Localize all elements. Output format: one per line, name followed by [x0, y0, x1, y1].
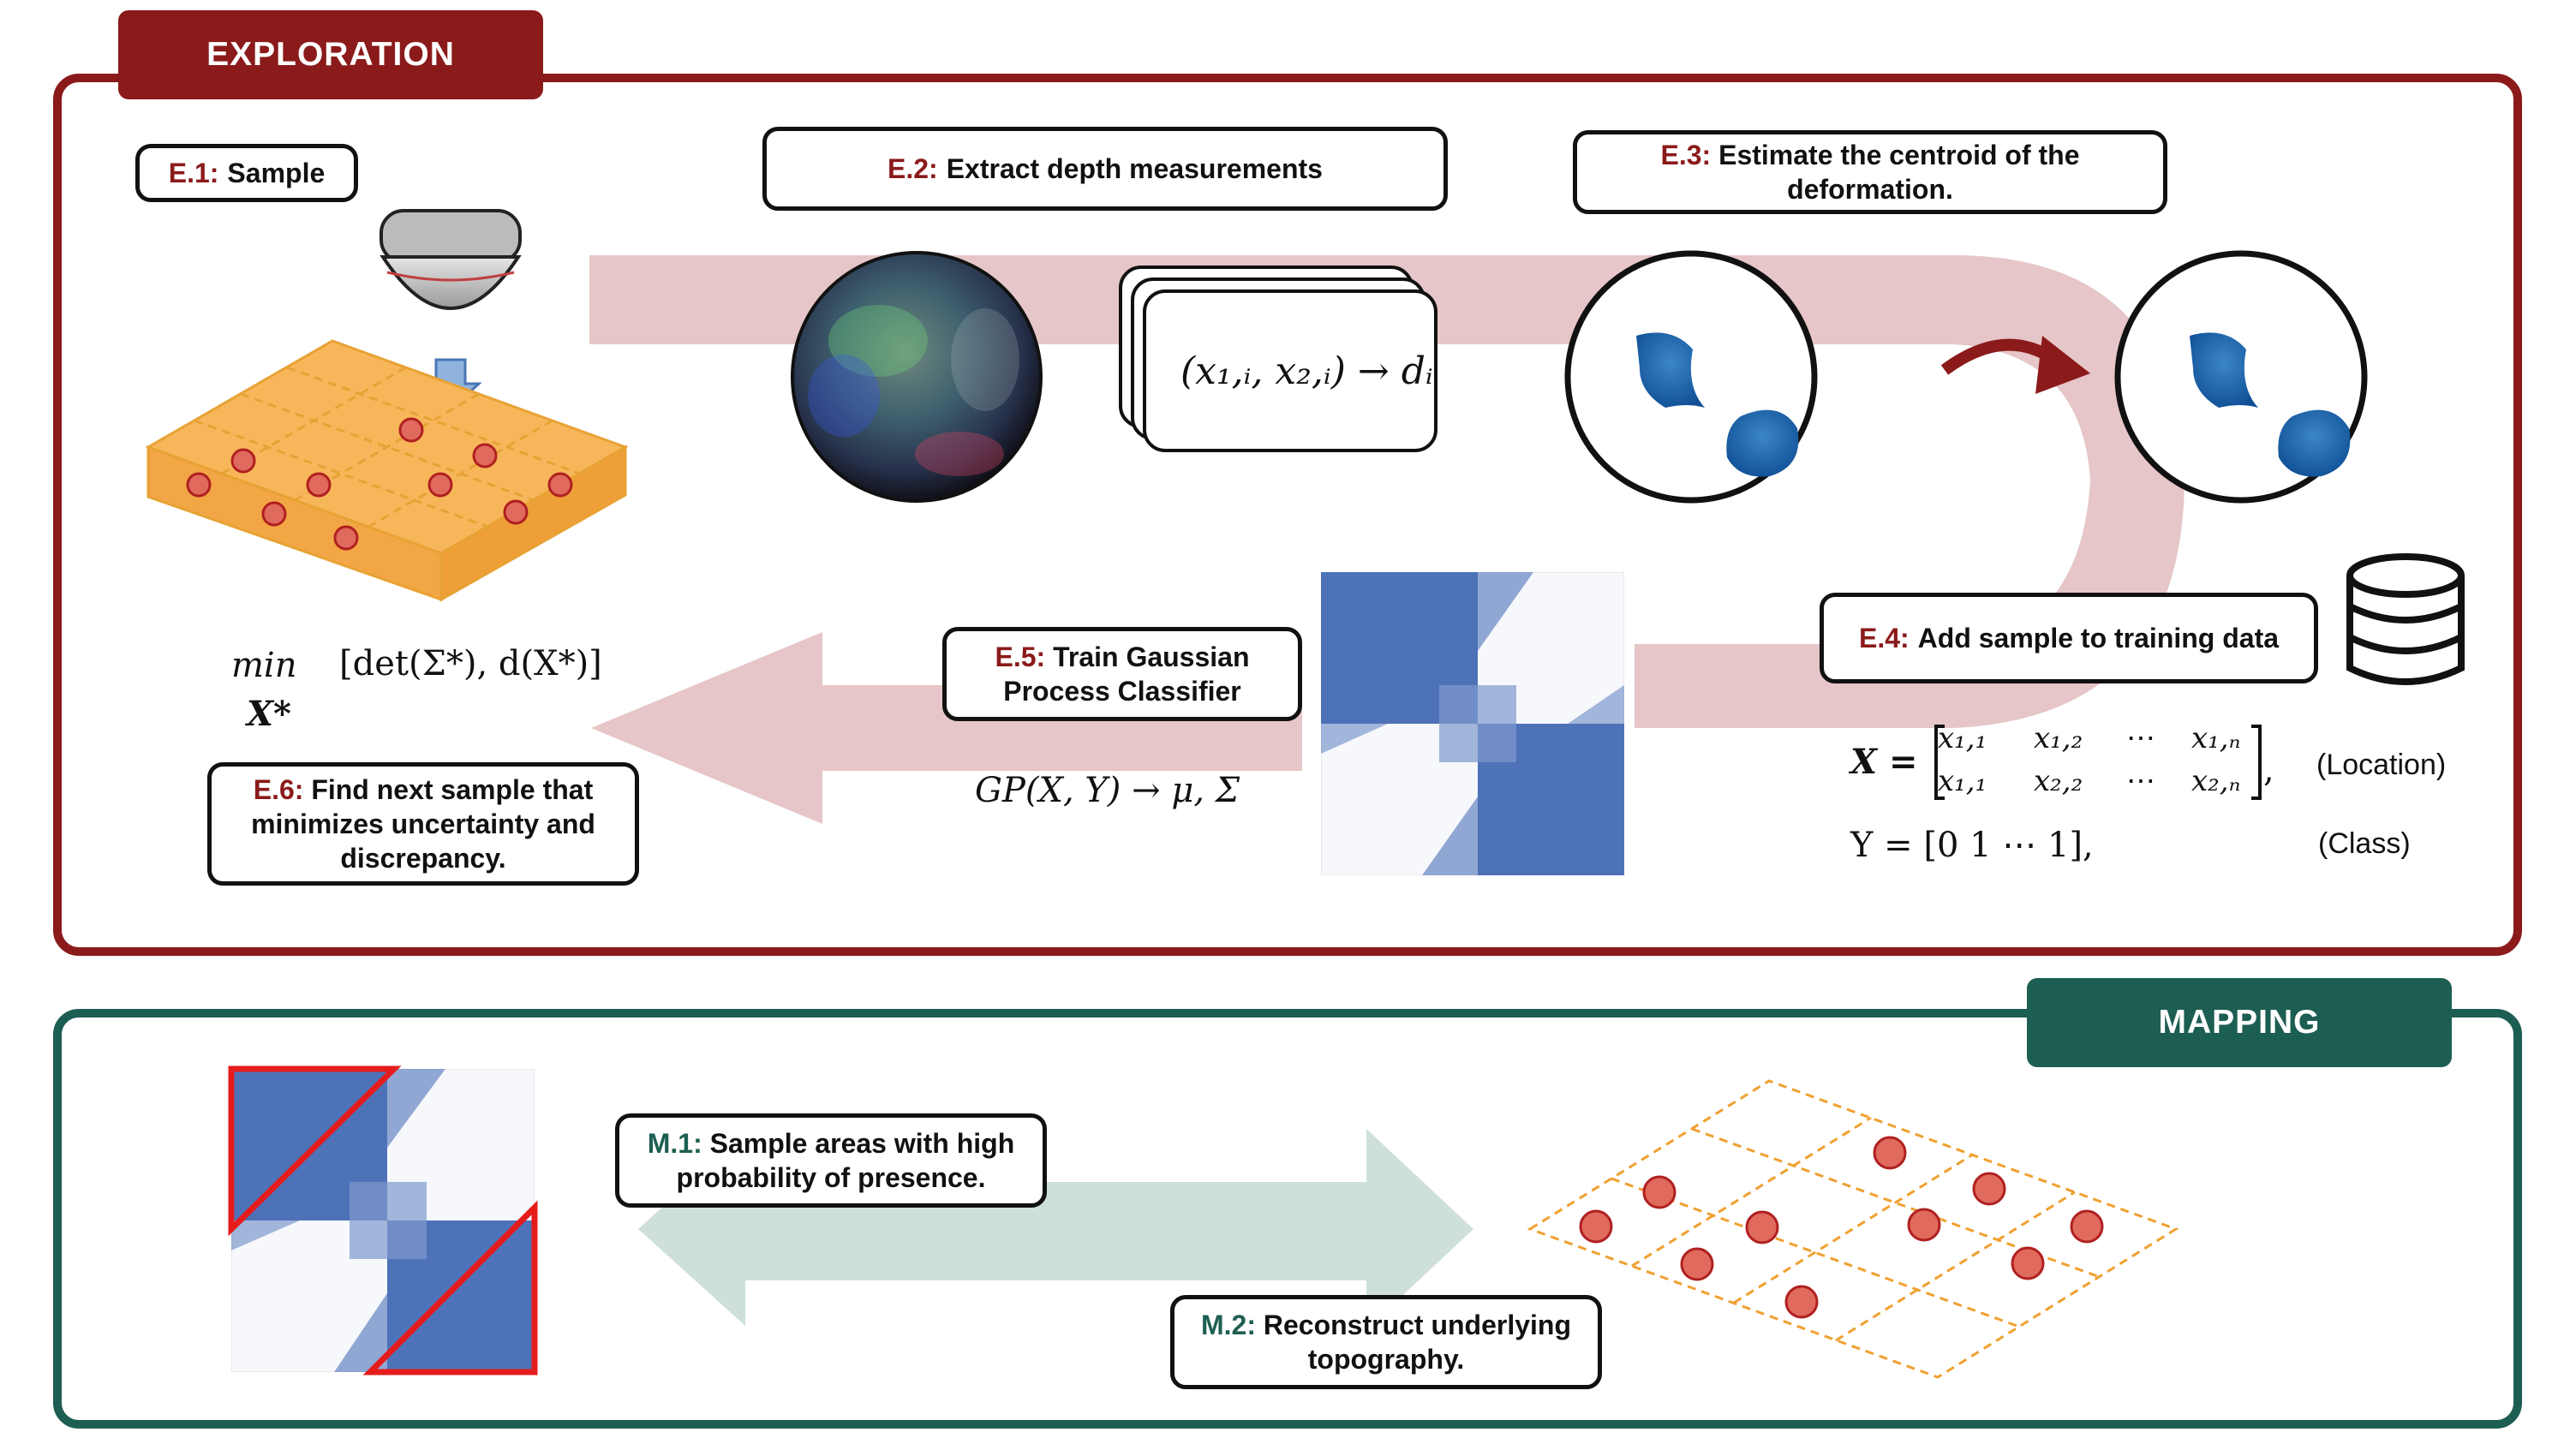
gp-heatmap	[1321, 572, 1624, 875]
depth-cards-stack	[1119, 266, 1437, 452]
deformation-before	[1564, 250, 1818, 504]
exploration-title: EXPLORATION	[118, 10, 543, 99]
step-e5-id: E.5:	[995, 641, 1046, 672]
objective-expression: [det(Σ*), d(X*)]	[339, 644, 602, 683]
objective-subscript: X*	[247, 694, 291, 734]
y-matrix-note: (Class)	[2318, 827, 2411, 860]
sample-plate	[145, 339, 629, 602]
depth-sphere-image	[791, 251, 1043, 503]
topography-grid	[1527, 1079, 2179, 1379]
step-e2: E.2: Extract depth measurements	[762, 127, 1448, 211]
step-e6: E.6: Find next sample that minimizes unc…	[207, 762, 639, 886]
gp-formula: GP(X, Y) → μ, Σ	[975, 771, 1240, 810]
step-m1-text: Sample areas with high probability of pr…	[676, 1128, 1015, 1193]
step-e4-text: Add sample to training data	[1917, 623, 2280, 653]
y-matrix: Y = [0 1 ⋯ 1],	[1850, 826, 2094, 865]
step-e3-id: E.3:	[1660, 140, 1712, 170]
topography-samples	[1579, 1136, 2104, 1319]
high-probability-regions	[228, 1065, 538, 1375]
x-matrix-suffix: ,	[2263, 750, 2274, 790]
x-row1-c3: ⋯	[2126, 721, 2155, 755]
mapping-title: MAPPING	[2027, 978, 2452, 1067]
x-matrix-note: (Location)	[2316, 749, 2447, 781]
step-e4: E.4: Add sample to training data	[1820, 593, 2318, 683]
step-e3: E.3: Estimate the centroid of the deform…	[1573, 130, 2167, 214]
step-e2-id: E.2:	[888, 153, 938, 184]
x-row2-c4: x₂,ₙ	[2191, 764, 2241, 798]
x-row2-c1: x₁,₁	[1938, 764, 1987, 798]
x-row2-c2: x₂,₂	[2034, 764, 2083, 798]
deformation-centroids	[2114, 250, 2368, 504]
depth-formula: (x₁,ᵢ, x₂,ᵢ) → dᵢ	[1180, 349, 1433, 393]
step-m2: M.2: Reconstruct underlying topography.	[1170, 1295, 1602, 1389]
database-icon	[2346, 553, 2465, 685]
step-m1-id: M.1:	[647, 1128, 702, 1159]
step-e6-id: E.6:	[253, 774, 304, 805]
step-e5: E.5: Train Gaussian Process Classifier	[942, 627, 1302, 721]
step-e4-id: E.4:	[1858, 623, 1910, 653]
step-e3-text: Estimate the centroid of the deformation…	[1718, 140, 2080, 205]
step-m2-id: M.2:	[1200, 1310, 1256, 1340]
step-e6-text: Find next sample that minimizes uncertai…	[251, 774, 595, 874]
x-matrix-lhs: X =	[1850, 742, 1918, 782]
step-e5-text: Train Gaussian Process Classifier	[1003, 641, 1250, 707]
objective-min: min	[231, 646, 297, 685]
x-row1-c4: x₁,ₙ	[2191, 721, 2241, 755]
step-e2-text: Extract depth measurements	[946, 153, 1323, 184]
x-row1-c1: x₁,₁	[1938, 721, 1987, 755]
x-row2-c3: ⋯	[2126, 764, 2155, 798]
microscope-objective-icon	[380, 209, 522, 412]
centroid-x-icon	[2154, 351, 2270, 454]
x-row1-c2: x₁,₂	[2034, 721, 2083, 755]
step-e1-id: E.1:	[168, 158, 219, 188]
step-e1-text: Sample	[227, 158, 326, 188]
step-m1: M.1: Sample areas with high probability …	[615, 1113, 1047, 1208]
presence-heatmap	[231, 1069, 535, 1372]
sample-markers	[186, 417, 573, 551]
step-m2-text: Reconstruct underlying topography.	[1263, 1310, 1572, 1375]
step-e1: E.1: Sample	[135, 144, 358, 202]
